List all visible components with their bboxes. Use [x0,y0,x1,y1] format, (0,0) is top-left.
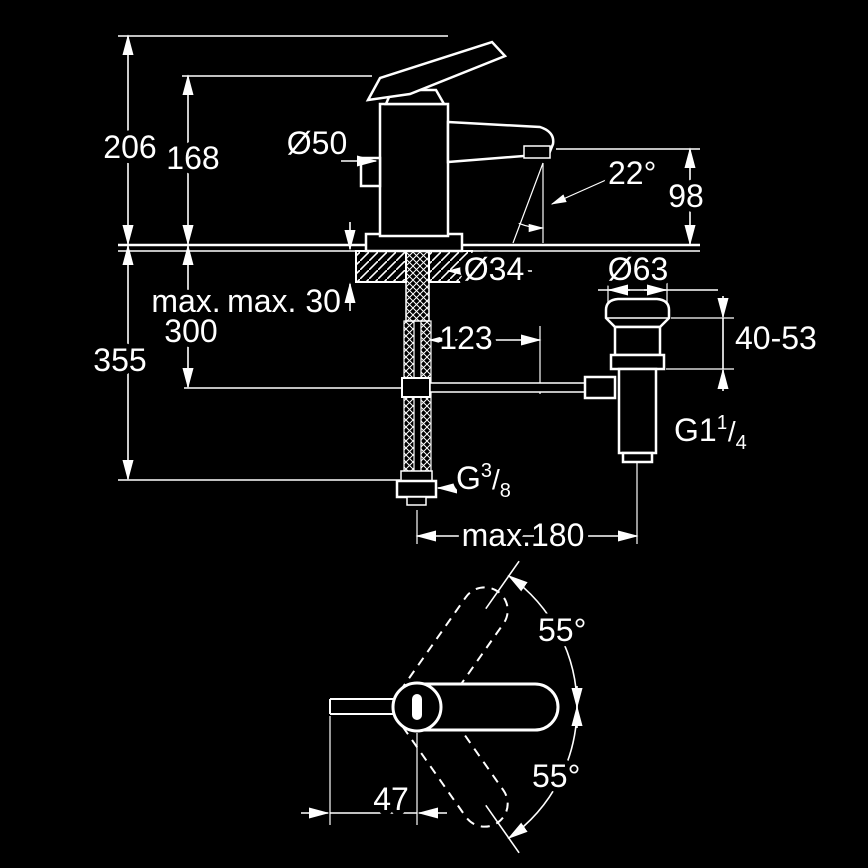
rod-coupling [401,377,431,398]
dim-40-53: 40-53 [666,296,822,391]
label-355: 355 [93,342,146,378]
waste-plug [604,297,671,329]
valve-lower-body [617,367,658,455]
label-dia63: Ø63 [608,251,668,287]
label-max180: max.180 [462,517,585,553]
dim-355: 355 [88,244,400,481]
dim-206: 206 [98,34,448,246]
dim-max30: max. 30 [222,222,356,324]
pop-up-rod [184,377,589,398]
label-max30: max. 30 [227,283,341,319]
lever-handle [365,40,508,102]
label-98: 98 [668,178,704,214]
horizontal-rod [429,382,589,393]
locking-ring [609,353,666,371]
dim-47: 47 [301,716,447,825]
top-view-spout [329,698,396,715]
dim-angle22: 22° [512,150,661,244]
dim-max180: max.180 [415,462,639,558]
label-55-down: 55° [532,758,580,794]
hose-nut [395,479,438,499]
dim-dia34: Ø34 [446,246,532,292]
valve-lever [583,375,617,400]
side-view: 206 168 Ø50 22° 98 [88,34,822,558]
dim-dia63: Ø63 [598,246,718,303]
top-view: 55° 55° 47 [301,560,591,854]
drain-valve [583,297,671,464]
faucet-body-group [359,40,555,253]
dim-max300: max. 300 [146,244,226,389]
label-55-up: 55° [538,612,586,648]
label-dia50: Ø50 [287,125,347,161]
label-47: 47 [373,781,409,817]
label-g1-1-4: G11/4 [674,412,747,454]
label-dia34: Ø34 [464,251,524,287]
dim-123: 123 [428,315,542,394]
faucet-side-tab [359,156,382,188]
label-max300-l2: 300 [164,313,217,349]
label-168: 168 [166,140,219,176]
valve-tailpiece [621,451,654,464]
swivel-angle-dims: 55° 55° [485,560,591,854]
label-max300-l1: max. [151,283,220,319]
label-22deg: 22° [608,155,656,191]
label-g3-8: G3/8 [456,460,511,502]
threaded-shank [405,250,430,322]
valve-upper-body [613,325,662,357]
dim-168: 168 [161,74,372,246]
cap-slot [412,694,422,720]
dim-g38: G3/8 [436,455,516,507]
aerator [523,145,551,159]
label-40-53: 40-53 [735,320,817,356]
label-123: 123 [439,320,492,356]
dim-98: 98 [556,147,709,246]
dim-dia50: Ø50 [282,120,378,167]
faucet-body [378,102,450,238]
label-206: 206 [103,129,156,165]
